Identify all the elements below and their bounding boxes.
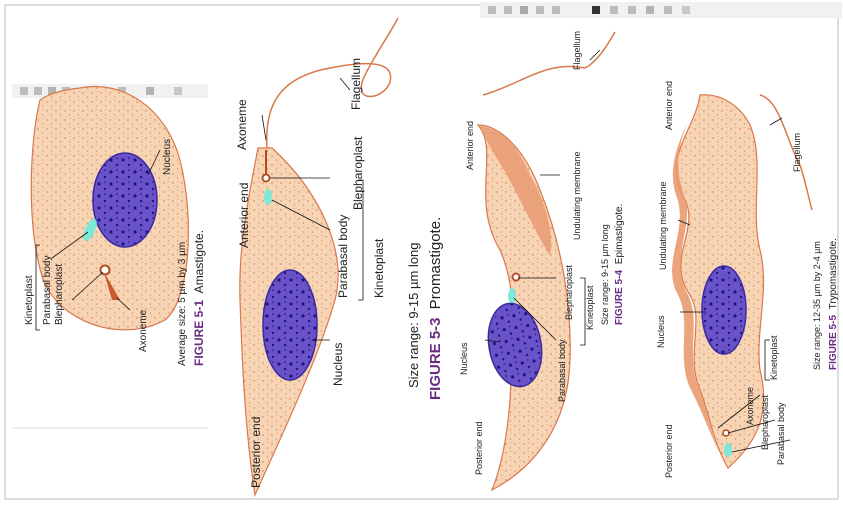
epimastigote-parabasal-body [508, 288, 516, 304]
arrow-left-icon[interactable] [610, 6, 618, 14]
size-caption: Size range: 12-35 µm by 2-4 µm [812, 241, 822, 370]
label-blepharoplast: Blepharoplast [760, 394, 770, 450]
label-kinetoplast: Kinetoplast [372, 238, 386, 298]
label-flagellum: Flagellum [349, 58, 363, 110]
label-nucleus: Nucleus [459, 342, 469, 375]
label-axoneme: Axoneme [745, 387, 755, 425]
promastigote-nucleus [263, 270, 317, 380]
rotate-icon[interactable] [552, 6, 560, 14]
promastigote-blepharoplast [263, 175, 270, 182]
trypomastigote-parabasal-body [724, 443, 732, 457]
label-kinetoplast: Kinetoplast [24, 275, 35, 325]
amastigote-nucleus [93, 153, 157, 247]
figure-number: FIGURE 5-1 [192, 300, 206, 366]
label-axoneme: Axoneme [235, 99, 249, 150]
close-icon[interactable] [174, 87, 182, 95]
label-blepharoplast: Blepharoplast [351, 136, 365, 210]
label-nucleus: Nucleus [331, 343, 345, 386]
label-nucleus: Nucleus [656, 315, 666, 348]
toolbar-top [480, 2, 842, 18]
label-posterior-end: Posterior end [474, 421, 484, 475]
undo-icon[interactable] [20, 87, 28, 95]
redo-icon[interactable] [504, 6, 512, 14]
trypomastigote-nucleus [702, 266, 746, 354]
figure-number: FIGURE 5-5 [828, 315, 839, 370]
size-caption: Average size: 5 µm by 3 µm [177, 242, 188, 366]
edit-icon[interactable] [646, 6, 654, 14]
size-caption: Size range: 9-15 µm long [406, 242, 421, 388]
figure-name: Trypomastigote. [828, 238, 839, 309]
label-nucleus: Nucleus [162, 139, 173, 175]
label-parabasal-body: Parabasal body [42, 256, 53, 326]
label-kinetoplast: Kinetoplast [585, 285, 595, 330]
label-anterior-end: Anterior end [237, 183, 251, 248]
label-posterior-end: Posterior end [664, 424, 674, 478]
label-undulating-membrane: Undulating membrane [658, 181, 668, 270]
crop-icon[interactable] [536, 6, 544, 14]
edit-icon[interactable] [146, 87, 154, 95]
figure-number: FIGURE 5-4 [614, 270, 625, 325]
label-parabasal-body: Parabasal body [776, 402, 786, 465]
figure-name: Epimastigote. [614, 204, 625, 265]
label-blepharoplast: Blepharoplast [564, 264, 574, 320]
image-icon[interactable] [592, 6, 600, 14]
label-parabasal-body: Parabasal body [336, 215, 350, 298]
figure-caption: FIGURE 5-1 Amastigote. [192, 230, 206, 366]
close-icon[interactable] [682, 6, 690, 14]
label-anterior-end: Anterior end [664, 81, 674, 130]
label-flagellum: Flagellum [792, 133, 802, 172]
label-kinetoplast: Kinetoplast [769, 335, 779, 380]
copy-icon[interactable] [664, 6, 672, 14]
label-flagellum: Flagellum [572, 31, 582, 70]
figure-name: Promastigote. [427, 217, 444, 310]
label-undulating-membrane: Undulating membrane [572, 151, 582, 240]
label-blepharoplast: Blepharoplast [54, 264, 65, 325]
figure-name: Amastigote. [192, 230, 206, 293]
label-parabasal-body: Parabasal body [557, 339, 567, 402]
label-axoneme: Axoneme [138, 309, 149, 352]
arrow-right-icon[interactable] [628, 6, 636, 14]
epimastigote-blepharoplast [513, 274, 520, 281]
figure-caption: FIGURE 5-4 Epimastigote. [614, 204, 625, 325]
label-posterior-end: Posterior end [249, 417, 263, 488]
figure-caption: FIGURE 5-3 Promastigote. [427, 217, 444, 400]
undo-icon[interactable] [488, 6, 496, 14]
label-anterior-end: Anterior end [465, 121, 475, 170]
pen-icon[interactable] [520, 6, 528, 14]
figure-number: FIGURE 5-3 [427, 317, 444, 400]
promastigote-parabasal-body [264, 189, 272, 205]
figure-caption: FIGURE 5-5 Trypomastigote. [828, 238, 839, 370]
size-caption: Size range: 9-15 µm long [600, 224, 610, 325]
redo-icon[interactable] [34, 87, 42, 95]
